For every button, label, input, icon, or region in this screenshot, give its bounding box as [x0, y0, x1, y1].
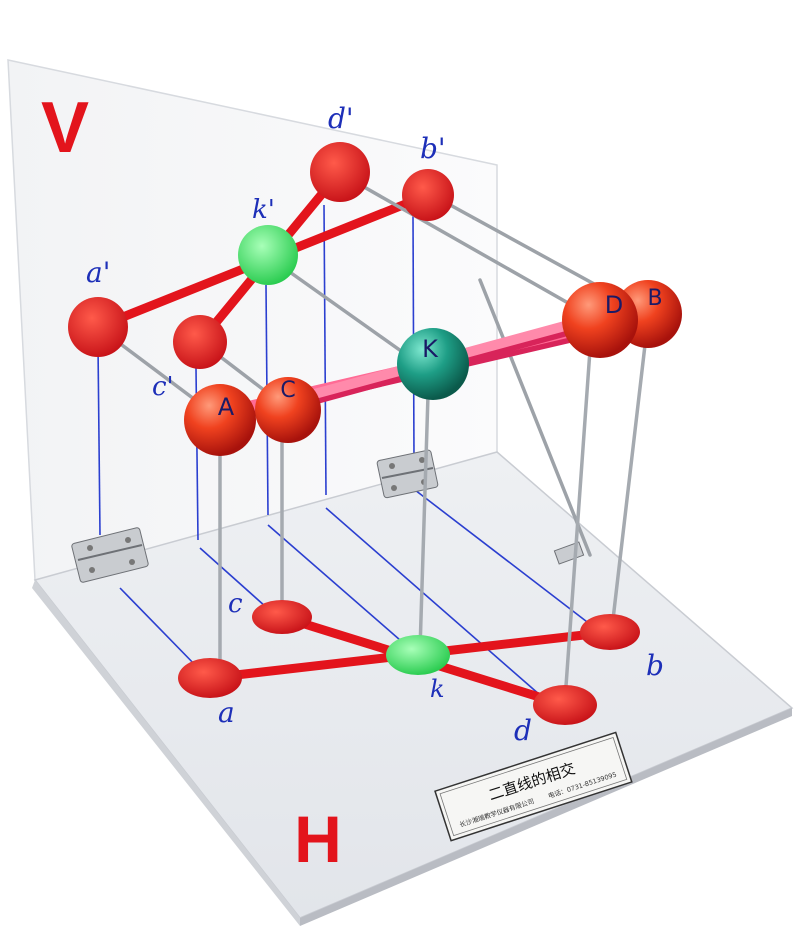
- disc-b-prime: [402, 169, 454, 221]
- svg-text:K: K: [422, 335, 439, 363]
- disc-k-prime: [238, 225, 298, 285]
- disc-k: [386, 635, 450, 675]
- label-b: b: [646, 649, 664, 682]
- label-k-prime: k': [252, 195, 275, 225]
- disc-c-prime: [173, 315, 227, 369]
- h-plane-discs: [178, 600, 640, 725]
- ball-A: A: [184, 384, 256, 456]
- svg-text:C: C: [280, 378, 295, 403]
- hinge-right: [376, 449, 439, 499]
- ball-C: C: [255, 377, 321, 443]
- ball-K: K: [397, 328, 469, 400]
- label-k: k: [430, 675, 445, 703]
- hinge-left: [71, 527, 149, 583]
- disc-a-prime: [68, 297, 128, 357]
- ball-D: D: [562, 282, 638, 358]
- h-plane-projection-lines: [119, 489, 596, 696]
- vertical-rods: [218, 343, 647, 702]
- nameplate: 二直线的相交 长沙湘瑞教学仪器有限公司 电话：0731-85139095: [434, 731, 633, 842]
- svg-text:B: B: [647, 286, 662, 311]
- label-d: d: [514, 714, 532, 747]
- disc-b: [580, 614, 640, 650]
- label-b-prime: b': [420, 132, 446, 165]
- svg-text:A: A: [218, 393, 235, 421]
- label-d-prime: d': [328, 102, 354, 135]
- disc-c: [252, 600, 312, 634]
- v-plane-discs: [68, 142, 454, 369]
- label-a: a: [218, 696, 235, 729]
- label-a-prime: a': [86, 256, 110, 289]
- disc-d-prime: [310, 142, 370, 202]
- plane-label-h: H: [294, 802, 342, 876]
- label-c: c: [228, 589, 243, 619]
- disc-d: [533, 685, 597, 725]
- label-c-prime: c': [152, 372, 174, 402]
- horizontal-plane-side: [32, 580, 300, 926]
- svg-text:D: D: [605, 291, 623, 319]
- plane-label-v: V: [41, 88, 89, 168]
- disc-a: [178, 658, 242, 698]
- horizontal-plane-edge: [300, 708, 792, 926]
